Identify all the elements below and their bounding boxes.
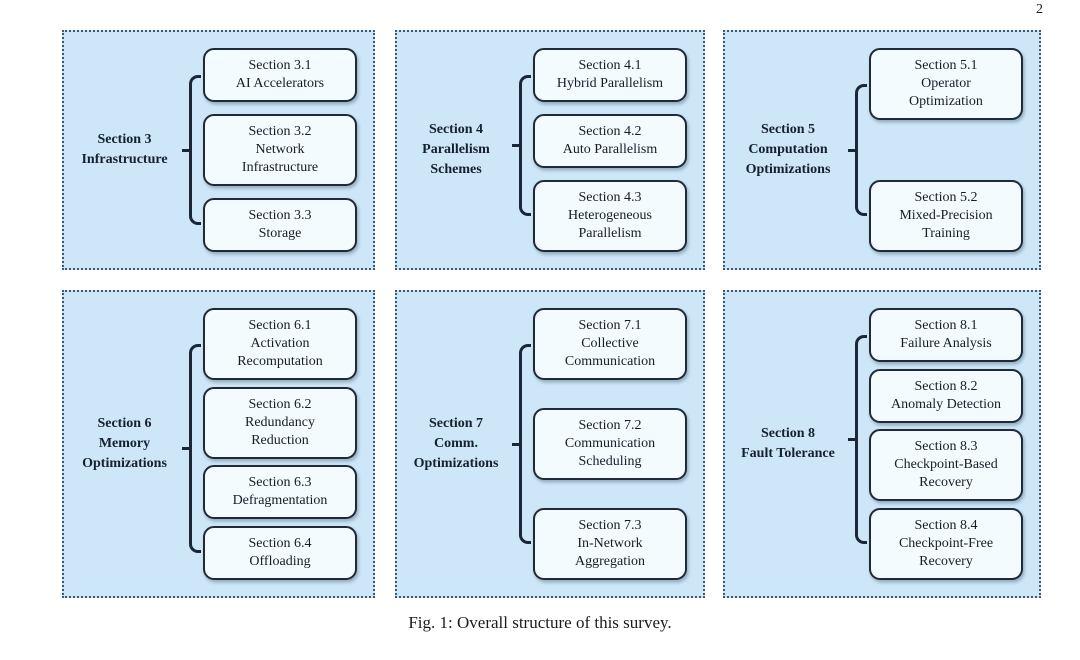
- subsection-box: Section 3.2 Network Infrastructure: [203, 114, 357, 186]
- subsection-box: Section 4.2 Auto Parallelism: [533, 114, 687, 168]
- section-panel: Section 5 Computation Optimizations Sect…: [723, 30, 1041, 270]
- bracket-column: [845, 292, 869, 596]
- bracket: [512, 75, 531, 216]
- section-label: Section 4 Parallelism Schemes: [422, 121, 490, 178]
- bracket: [848, 335, 867, 544]
- bracket-column: [179, 292, 203, 596]
- section-label: Section 7 Comm. Optimizations: [413, 415, 499, 472]
- subsection-box: Section 5.1 Operator Optimization: [869, 48, 1023, 120]
- subsection-list: Section 3.1 AI Accelerators Section 3.2 …: [203, 32, 357, 268]
- subsection-box: Section 3.3 Storage: [203, 198, 357, 252]
- subsection-box: Section 8.4 Checkpoint-Free Recovery: [869, 507, 1023, 580]
- section-panel: Section 6 Memory Optimizations Section 6…: [62, 290, 375, 598]
- section-label: Section 8 Fault Tolerance: [741, 425, 835, 461]
- subsection-box: Section 7.3 In-Network Aggregation: [533, 508, 687, 580]
- subsection-list: Section 5.1 Operator Optimization Sectio…: [869, 32, 1023, 268]
- subsection-box: Section 6.4 Offloading: [203, 525, 357, 580]
- section-panel: Section 3 Infrastructure Section 3.1 AI …: [62, 30, 375, 270]
- subsection-box: Section 7.1 Collective Communication: [533, 308, 687, 380]
- subsection-box: Section 4.1 Hybrid Parallelism: [533, 48, 687, 102]
- figure-caption: Fig. 1: Overall structure of this survey…: [408, 613, 672, 632]
- subsection-box: Section 6.1 Activation Recomputation: [203, 308, 357, 380]
- bracket: [182, 75, 201, 225]
- subsection-box: Section 3.1 AI Accelerators: [203, 48, 357, 102]
- section-label: Section 3 Infrastructure: [81, 131, 168, 167]
- subsection-box: Section 6.2 Redundancy Reduction: [203, 386, 357, 459]
- subsection-box: Section 5.2 Mixed-Precision Training: [869, 180, 1023, 252]
- subsection-box: Section 7.2 Communication Scheduling: [533, 408, 687, 480]
- subsection-list: Section 7.1 Collective Communication Sec…: [533, 292, 687, 596]
- section-panel: Section 4 Parallelism Schemes Section 4.…: [395, 30, 705, 270]
- subsection-box: Section 6.3 Defragmentation: [203, 465, 357, 520]
- bracket-column: [845, 32, 869, 268]
- bracket: [848, 84, 867, 216]
- section-panel: Section 7 Comm. Optimizations Section 7.…: [395, 290, 705, 598]
- subsection-box: Section 8.3 Checkpoint-Based Recovery: [869, 429, 1023, 502]
- bracket: [512, 344, 531, 544]
- subsection-list: Section 6.1 Activation Recomputation Sec…: [203, 292, 357, 596]
- subsection-box: Section 4.3 Heterogeneous Parallelism: [533, 180, 687, 252]
- section-label: Section 5 Computation Optimizations: [745, 121, 831, 178]
- subsection-box: Section 8.1 Failure Analysis: [869, 308, 1023, 362]
- page-number: 2: [1036, 2, 1043, 17]
- bracket-column: [509, 292, 533, 596]
- subsection-list: Section 4.1 Hybrid Parallelism Section 4…: [533, 32, 687, 268]
- bracket: [182, 344, 201, 553]
- subsection-box: Section 8.2 Anomaly Detection: [869, 368, 1023, 423]
- subsection-list: Section 8.1 Failure Analysis Section 8.2…: [869, 292, 1023, 596]
- bracket-column: [179, 32, 203, 268]
- section-panel: Section 8 Fault Tolerance Section 8.1 Fa…: [723, 290, 1041, 598]
- section-label: Section 6 Memory Optimizations: [82, 415, 167, 472]
- bracket-column: [509, 32, 533, 268]
